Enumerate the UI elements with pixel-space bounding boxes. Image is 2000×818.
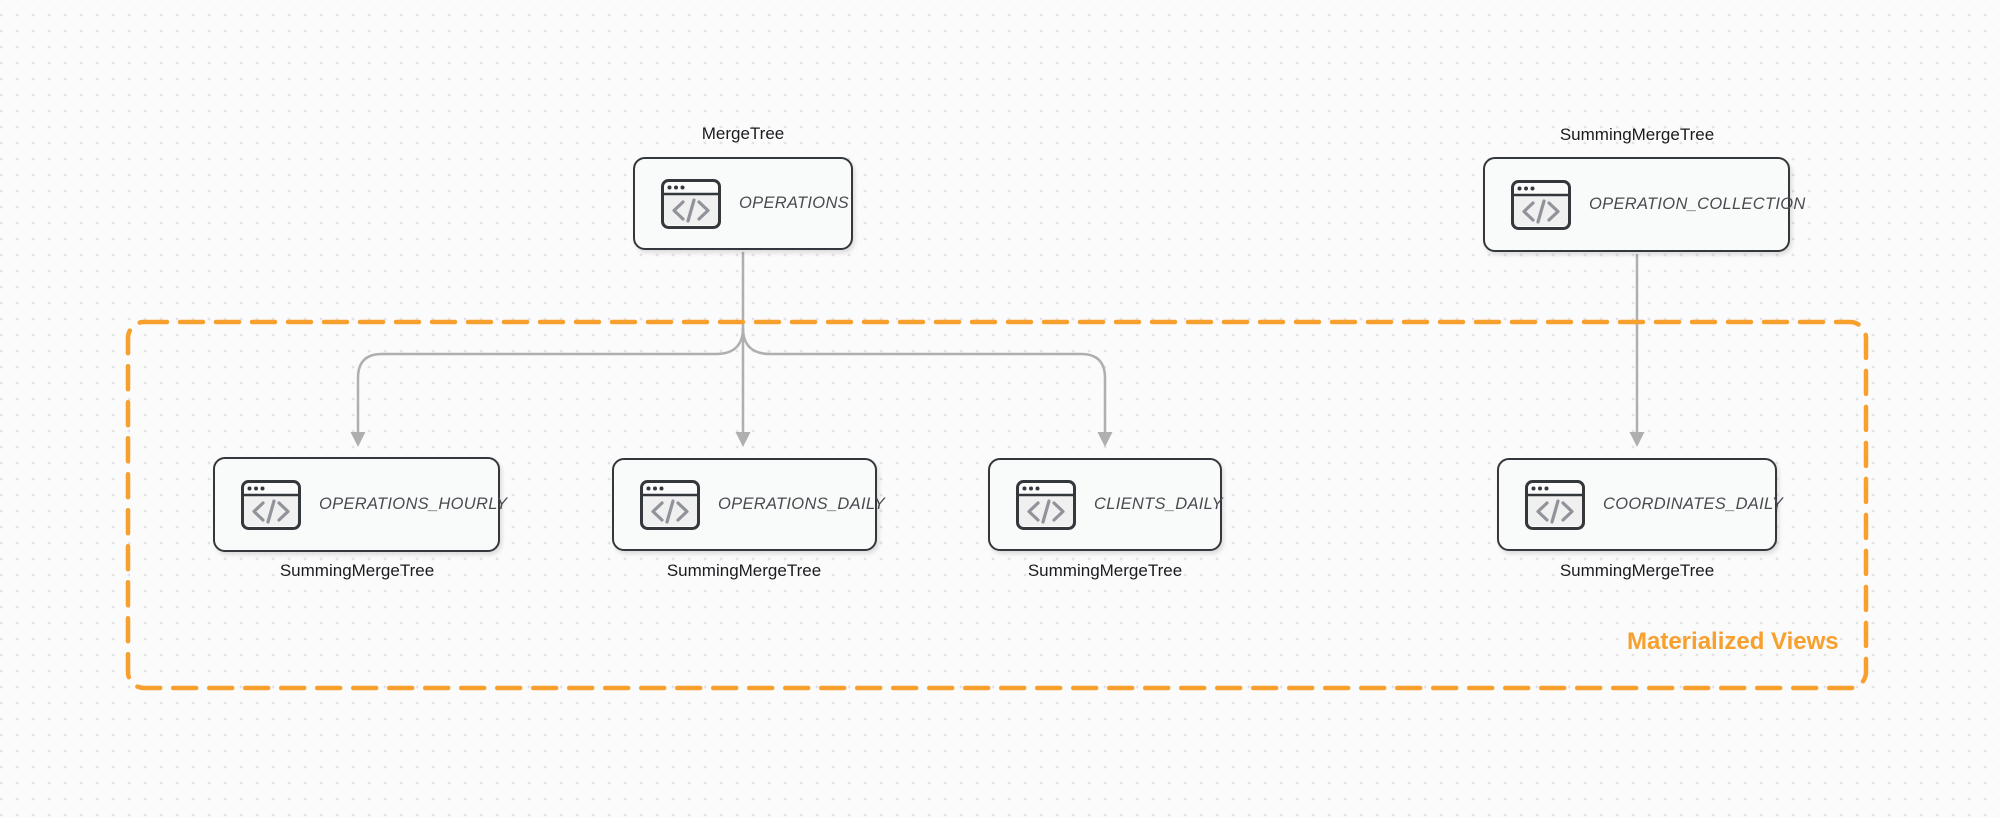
- edge-operations-to-clients-daily: [741, 327, 1107, 432]
- arrowhead-icon: [1629, 432, 1645, 447]
- code-window-icon: [640, 479, 700, 530]
- node-label: CLIENTS_DAILY: [1094, 495, 1223, 513]
- node-operations-hourly[interactable]: OPERATIONS_HOURLY: [213, 457, 507, 552]
- node-label: OPERATION_COLLECTION: [1589, 195, 1806, 213]
- node-caption-mergetree: MergeTree: [701, 124, 785, 143]
- arrowhead-icon: [735, 432, 751, 447]
- node-label: COORDINATES_DAILY: [1603, 495, 1784, 513]
- node-operations-daily[interactable]: OPERATIONS_DAILY: [612, 458, 885, 551]
- code-window-icon: [661, 178, 721, 229]
- node-label: OPERATIONS_HOURLY: [319, 495, 508, 513]
- node-label: OPERATIONS_DAILY: [718, 495, 886, 513]
- node-caption-summingmergetree: SummingMergeTree: [1559, 561, 1715, 580]
- code-window-icon: [241, 479, 301, 530]
- materialized-views-label: Materialized Views: [1627, 628, 1839, 655]
- node-caption-summingmergetree: SummingMergeTree: [279, 561, 435, 580]
- node-caption-summingmergetree: SummingMergeTree: [1559, 125, 1715, 144]
- code-window-icon: [1525, 479, 1585, 530]
- node-caption-summingmergetree: SummingMergeTree: [666, 561, 822, 580]
- node-operations[interactable]: OPERATIONS: [633, 157, 853, 250]
- node-clients-daily[interactable]: CLIENTS_DAILY: [988, 458, 1223, 551]
- node-caption-summingmergetree: SummingMergeTree: [1027, 561, 1183, 580]
- arrowhead-icon: [1097, 432, 1113, 447]
- edge-operations-to-operations-hourly: [356, 327, 745, 432]
- code-window-icon: [1511, 179, 1571, 230]
- node-operation-collection[interactable]: OPERATION_COLLECTION: [1483, 157, 1805, 252]
- code-window-icon: [1016, 479, 1076, 530]
- node-coordinates-daily[interactable]: COORDINATES_DAILY: [1497, 458, 1783, 551]
- node-label: OPERATIONS: [739, 194, 849, 212]
- arrowhead-icon: [350, 432, 366, 447]
